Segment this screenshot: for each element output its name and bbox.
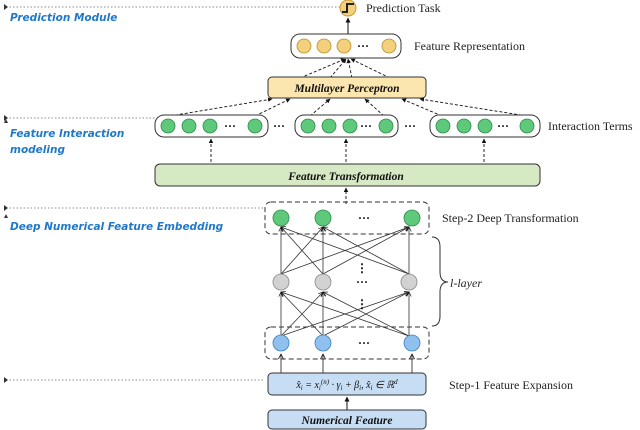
feature-representation-nodes	[296, 38, 397, 54]
interaction-node	[378, 118, 394, 134]
hidden-node	[272, 273, 290, 291]
feature-interaction-label: Feature Interaction	[10, 128, 124, 140]
input-node	[272, 334, 290, 352]
deep-numerical-label: Deep Numerical Feature Embedding	[10, 221, 224, 233]
formula-to-input-arrows	[281, 354, 412, 373]
hidden-node	[314, 273, 332, 291]
prediction-task-label: Prediction Task	[366, 1, 441, 15]
output-node	[403, 209, 421, 227]
interaction-node	[202, 118, 218, 134]
feature-transformation-label: Feature Transformation	[287, 171, 404, 183]
interaction-ellipsis-1: ···	[224, 119, 236, 133]
interaction-to-mlp-arrows	[169, 97, 528, 117]
hidden-vdots-1: ⋮	[356, 261, 368, 275]
step2-label: Step-2 Deep Transformation	[442, 211, 579, 225]
network-edges	[281, 227, 409, 337]
interaction-group-2	[294, 114, 399, 138]
hidden-layer-nodes	[272, 273, 418, 291]
green-layer-nodes	[272, 209, 421, 227]
green-layer-ellipsis: ···	[358, 211, 370, 225]
input-layer-nodes	[272, 334, 421, 352]
interaction-node	[181, 118, 197, 134]
l-layer-label: l-layer	[450, 276, 482, 290]
mlp-to-repr-arrows	[299, 58, 391, 79]
hidden-vdots-2: ⋮	[356, 297, 368, 311]
repr-node	[381, 38, 397, 54]
left-guides	[4, 4, 340, 383]
interaction-ellipsis-2: ···	[360, 119, 372, 133]
interaction-node	[456, 118, 472, 134]
interaction-between-ellipsis-2: ···	[404, 119, 416, 133]
interaction-node	[321, 118, 337, 134]
hidden-layer-ellipsis: ···	[356, 275, 368, 289]
repr-node	[336, 38, 352, 54]
interaction-group-3	[429, 114, 541, 138]
numerical-feature-label: Numerical Feature	[300, 415, 392, 427]
interaction-node	[160, 118, 176, 134]
interaction-node	[435, 118, 451, 134]
input-layer-box	[264, 326, 430, 360]
input-node	[314, 334, 332, 352]
input-node	[403, 334, 421, 352]
step1-label: Step-1 Feature Expansion	[449, 378, 573, 392]
interaction-node	[519, 118, 535, 134]
output-node	[314, 209, 332, 227]
repr-node	[296, 38, 312, 54]
hidden-node	[400, 273, 418, 291]
interaction-between-ellipsis-1: ···	[273, 119, 285, 133]
feature-representation-label: Feature Representation	[414, 39, 525, 53]
repr-node	[316, 38, 332, 54]
interaction-terms-label: Interaction Terms	[548, 119, 633, 133]
step-function-icon	[339, 0, 357, 17]
transform-to-interaction-arrows	[208, 138, 487, 162]
mlp-box	[267, 76, 427, 99]
interaction-node	[342, 118, 358, 134]
step2-output-box	[264, 201, 430, 235]
numerical-feature-box	[267, 409, 427, 430]
prediction-module-label: Prediction Module	[10, 12, 117, 24]
input-layer-ellipsis: ···	[358, 336, 370, 350]
interaction-ellipsis-3: ···	[497, 119, 509, 133]
interaction-group-1	[154, 114, 269, 138]
feature-interaction-label-line2: modeling	[10, 144, 65, 156]
feature-transformation-box	[154, 163, 541, 187]
mlp-label: Multilayer Perceptron	[293, 83, 399, 95]
feature-expansion-formula-box	[267, 372, 427, 396]
interaction-node	[247, 118, 263, 134]
interaction-node	[477, 118, 493, 134]
repr-ellipsis: ···	[357, 39, 369, 53]
feature-expansion-formula: x̂i = xi(n) · γi + βi, x̂i ∈ ℝd	[295, 378, 398, 392]
output-node	[272, 209, 290, 227]
l-layer-brace	[431, 236, 449, 327]
interaction-node	[300, 118, 316, 134]
